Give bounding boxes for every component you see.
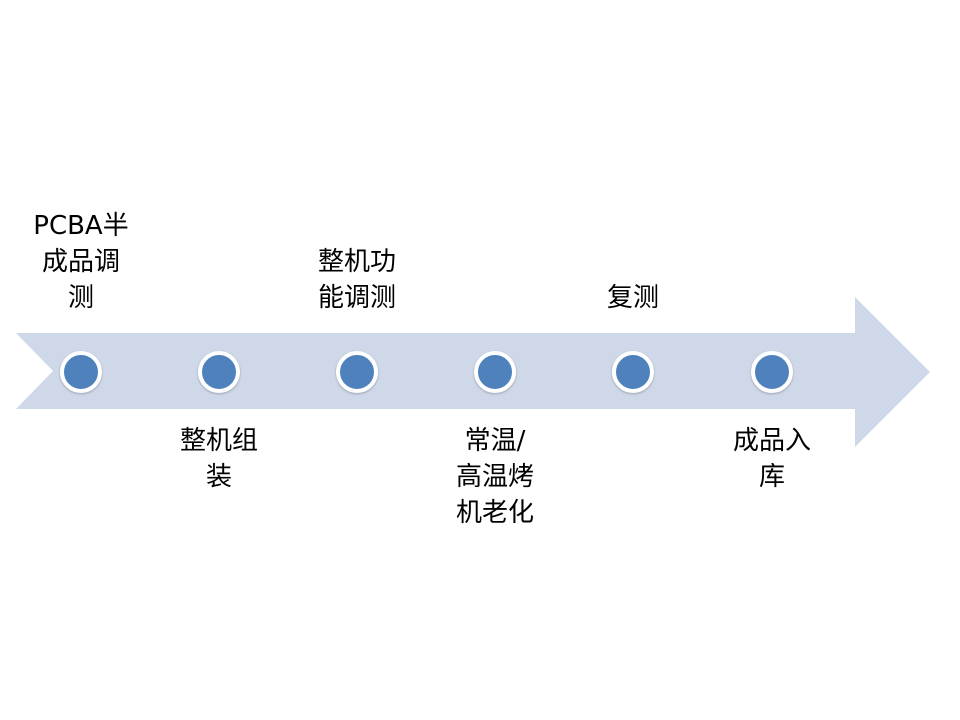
step-node-1: [60, 351, 102, 393]
step-label-5: 复测: [606, 283, 659, 313]
step-label-6: 成品入 库: [732, 426, 811, 492]
step-node-6: [751, 351, 793, 393]
step-node-4: [474, 351, 516, 393]
step-label-2: 整机组 装: [179, 426, 258, 492]
step-node-5: [612, 351, 654, 393]
timeline-arrow: [16, 297, 930, 447]
step-node-3: [336, 351, 378, 393]
step-label-4: 常温/ 高温烤 机老化: [455, 426, 534, 528]
step-label-3: 整机功 能调测: [317, 247, 396, 313]
step-label-1: PCBA半 成品调 测: [33, 211, 129, 313]
step-node-2: [198, 351, 240, 393]
